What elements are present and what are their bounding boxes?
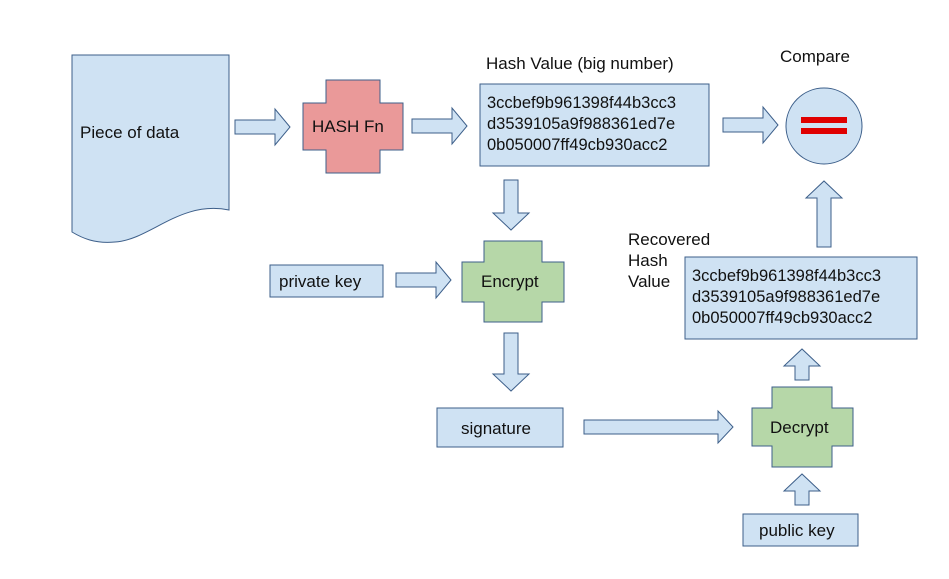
arrow-value-to-compare [722, 105, 779, 145]
recovered-hash-line: 0b050007ff49cb930acc2 [692, 309, 873, 327]
arrow-recovered-to-compare [804, 180, 844, 248]
recovered-hash-title-line: Recovered [628, 230, 711, 249]
hash-value-line: 0b050007ff49cb930acc2 [487, 136, 668, 154]
arrow-data-to-hash-fn [234, 107, 291, 147]
recovered-hash-title-line: Hash [628, 251, 668, 270]
hash-value-line: 3ccbef9b961398f44b3cc3 [487, 94, 676, 112]
signature-label: signature [461, 419, 531, 438]
public-key-label: public key [759, 521, 835, 540]
decrypt-label: Decrypt [770, 418, 829, 437]
recovered-hash-title-line: Value [628, 272, 671, 291]
recovered-hash-text: 3ccbef9b961398f44b3cc3 d3539105a9f988361… [692, 266, 881, 329]
document-shape [71, 54, 230, 243]
hash-value-text: 3ccbef9b961398f44b3cc3 d3539105a9f988361… [487, 93, 676, 156]
arrow-decrypt-to-recovered [782, 348, 822, 381]
hash-value-line: d3539105a9f988361ed7e [487, 115, 676, 133]
arrow-signature-to-decrypt [583, 409, 734, 445]
arrow-private-key-to-encrypt [395, 260, 452, 300]
public-key-box [742, 513, 859, 547]
recovered-hash-line: 3ccbef9b961398f44b3cc3 [692, 267, 881, 285]
arrow-public-key-to-decrypt [782, 473, 822, 506]
recovered-hash-title: Recovered Hash Value [628, 229, 710, 292]
private-key-box [269, 264, 384, 298]
encrypt-shape [461, 240, 565, 323]
document-label: Piece of data [80, 123, 180, 142]
signature-box [436, 407, 564, 448]
equals-bar-bottom [801, 128, 847, 134]
arrow-value-to-encrypt [491, 179, 531, 231]
hash-value-box [479, 83, 710, 167]
recovered-hash-line: d3539105a9f988361ed7e [692, 288, 881, 306]
arrow-hash-fn-to-value [411, 106, 468, 146]
hash-fn-label: HASH Fn [312, 117, 384, 136]
compare-circle [785, 87, 863, 165]
decrypt-shape [751, 386, 854, 468]
hash-fn-shape [302, 79, 404, 174]
arrow-encrypt-to-signature [491, 332, 531, 392]
recovered-hash-box [684, 256, 918, 340]
hash-value-title: Hash Value (big number) [486, 54, 674, 73]
equals-bar-top [801, 117, 847, 123]
encrypt-label: Encrypt [481, 272, 539, 291]
compare-title: Compare [780, 47, 850, 66]
private-key-label: private key [279, 272, 362, 291]
